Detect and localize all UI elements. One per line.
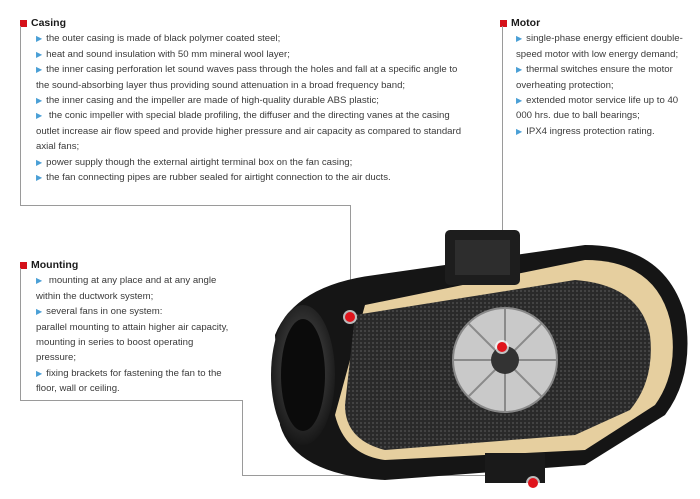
arrow-icon: ▶ [516,65,523,75]
motor-item: ▶thermal switches ensure the motor overh… [516,64,673,91]
mounting-callout-dot [528,478,538,488]
mounting-item: ▶ mounting at any place and at any angle… [36,275,217,302]
mounting-subitem: parallel mounting to attain higher air c… [36,321,229,333]
casing-leader-line [20,26,21,206]
mounting-item: ▶fixing brackets for fastening the fan t… [36,367,222,395]
mounting-leader-line [20,400,242,401]
arrow-icon: ▶ [36,307,43,317]
casing-item: ▶power supply though the external airtig… [36,156,353,168]
arrow-icon: ▶ [36,111,43,121]
red-square-marker-icon [20,262,27,270]
motor-title: Motor [500,16,685,31]
casing-leader-line [350,205,351,315]
casing-section: Casing ▶the outer casing is made of blac… [20,16,470,185]
mounting-leader-line [20,268,21,401]
casing-item: ▶the inner casing perforation let sound … [36,64,458,91]
red-square-marker-icon [500,20,507,28]
arrow-icon: ▶ [36,173,43,183]
arrow-icon: ▶ [36,96,43,106]
casing-title-text: Casing [31,17,67,29]
casing-callout-dot [345,312,355,322]
fan-cutaway-illustration [271,230,688,483]
arrow-icon: ▶ [36,368,43,378]
mounting-leader-line [242,400,243,475]
mounting-subitem: mounting in series to boost operating pr… [36,337,194,364]
arrow-icon: ▶ [516,34,523,44]
casing-leader-line [20,205,350,206]
casing-item: ▶heat and sound insulation with 50 mm mi… [36,48,290,60]
casing-title: Casing [20,16,470,31]
motor-item: ▶single-phase energy efficient double-sp… [516,33,683,60]
arrow-icon: ▶ [36,49,43,59]
red-square-marker-icon [20,20,27,28]
casing-item: ▶the inner casing and the impeller are m… [36,95,379,107]
arrow-icon: ▶ [516,126,523,136]
mounting-item: ▶several fans in one system: [36,306,163,318]
motor-leader-line [502,26,503,344]
casing-item: ▶ the conic impeller with special blade … [36,110,462,153]
mounting-title-text: Mounting [31,259,79,271]
arrow-icon: ▶ [36,65,43,75]
motor-title-text: Motor [511,17,541,29]
casing-item: ▶the outer casing is made of black polym… [36,33,281,45]
motor-callout-dot [497,342,507,352]
mounting-title: Mounting [20,258,230,273]
casing-item: ▶the fan connecting pipes are rubber sea… [36,172,391,184]
motor-item: ▶IPX4 ingress protection rating. [516,125,655,137]
mounting-section: Mounting ▶ mounting at any place and at … [20,258,230,397]
arrow-icon: ▶ [36,157,43,167]
motor-item: ▶extended motor service life up to 40 00… [516,95,679,122]
arrow-icon: ▶ [36,276,43,286]
arrow-icon: ▶ [516,96,523,106]
motor-section: Motor ▶single-phase energy efficient dou… [500,16,685,139]
arrow-icon: ▶ [36,34,43,44]
